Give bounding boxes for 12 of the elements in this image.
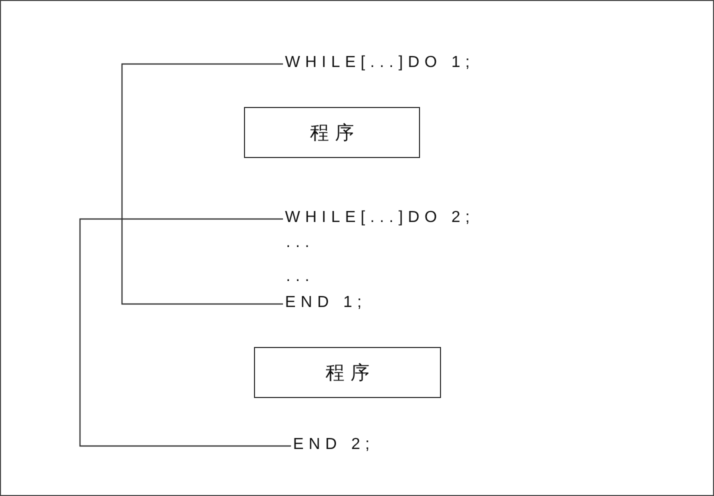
code-line: END 2; [293, 432, 375, 458]
code-line: WHILE[...]DO 1; [285, 50, 475, 76]
process-box [254, 347, 441, 398]
ellipsis-line: ... [286, 268, 314, 286]
box-label: 程序 [326, 362, 376, 386]
process-box [244, 107, 420, 158]
code-line: WHILE[...]DO 2; [285, 205, 475, 231]
loop-bracket-line [79, 218, 291, 447]
ellipsis-line: ... [286, 234, 314, 252]
loop-bracket-line [121, 63, 283, 305]
code-line: END 1; [285, 290, 367, 316]
box-label: 程序 [310, 122, 360, 146]
